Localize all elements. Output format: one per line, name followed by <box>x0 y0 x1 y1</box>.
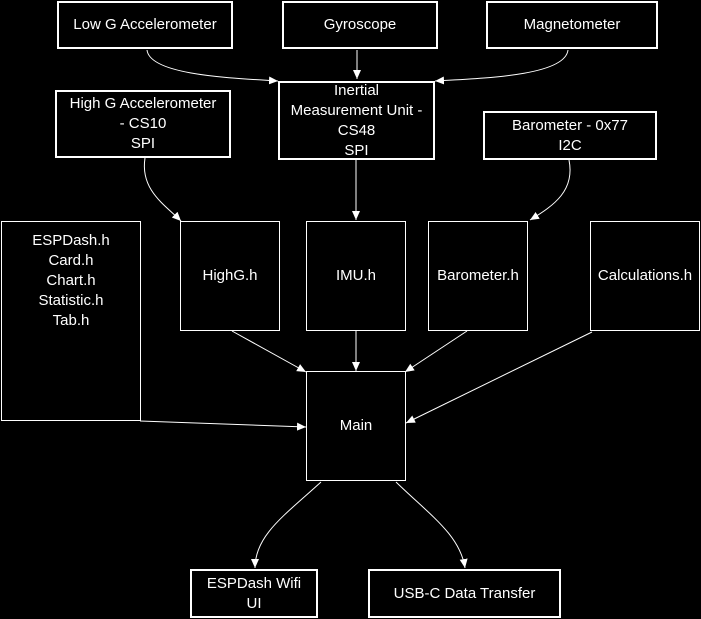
calculations-h-label: Calculations.h <box>597 267 693 284</box>
low-g-accelerometer-label: Low G Accelerometer <box>73 16 217 33</box>
espdash-wifi-ui-label: ESPDash Wifi UI <box>206 574 302 612</box>
highg-h-node: HighG.h <box>180 221 280 331</box>
edge-low-g-to-imu <box>146 49 279 85</box>
imu-node: Inertial Measurement Unit - CS48 SPI <box>278 81 435 160</box>
high-g-accelerometer-node: High G Accelerometer - CS10 SPI <box>55 90 231 158</box>
main-node: Main <box>306 371 406 481</box>
imu-label: Inertial Measurement Unit - CS48 SPI <box>290 81 423 159</box>
edge-espdash-to-main <box>139 420 307 431</box>
high-g-accelerometer-label: High G Accelerometer - CS10 SPI <box>69 95 217 152</box>
gyroscope-label: Gyroscope <box>323 16 397 33</box>
barometer-label: Barometer - 0x77 I2C <box>512 116 628 154</box>
low-g-accelerometer-node: Low G Accelerometer <box>57 1 233 49</box>
imu-h-label: IMU.h <box>335 267 376 284</box>
barometer-node: Barometer - 0x77 I2C <box>483 111 657 160</box>
magnetometer-node: Magnetometer <box>486 1 658 49</box>
espdash-libraries-node: ESPDash.h Card.h Chart.h Statistic.h Tab… <box>1 221 141 421</box>
edge-magnetometer-to-imu <box>434 49 569 85</box>
edge-high-g-to-highg-h <box>143 157 182 222</box>
espdash-wifi-ui-node: ESPDash Wifi UI <box>190 569 318 618</box>
edge-barometer-to-barometer-h <box>529 159 571 221</box>
highg-h-label: HighG.h <box>202 267 258 284</box>
magnetometer-label: Magnetometer <box>523 16 621 33</box>
barometer-h-label: Barometer.h <box>437 267 519 284</box>
edge-highg-h-to-main <box>231 330 307 373</box>
calculations-h-node: Calculations.h <box>590 221 700 331</box>
edge-calculations-h-to-main <box>405 331 593 424</box>
imu-h-node: IMU.h <box>306 221 406 331</box>
usbc-data-transfer-label: USB-C Data Transfer <box>393 584 536 602</box>
gyroscope-node: Gyroscope <box>282 1 438 49</box>
edge-main-to-espdash-wifi-ui <box>251 481 322 569</box>
barometer-h-node: Barometer.h <box>428 221 528 331</box>
edge-main-to-usbc <box>395 481 468 569</box>
main-label: Main <box>339 417 373 434</box>
edge-barometer-h-to-main <box>404 330 468 373</box>
espdash-libraries-label: ESPDash.h Card.h Chart.h Statistic.h Tab… <box>32 231 110 329</box>
usbc-data-transfer-node: USB-C Data Transfer <box>368 569 561 618</box>
